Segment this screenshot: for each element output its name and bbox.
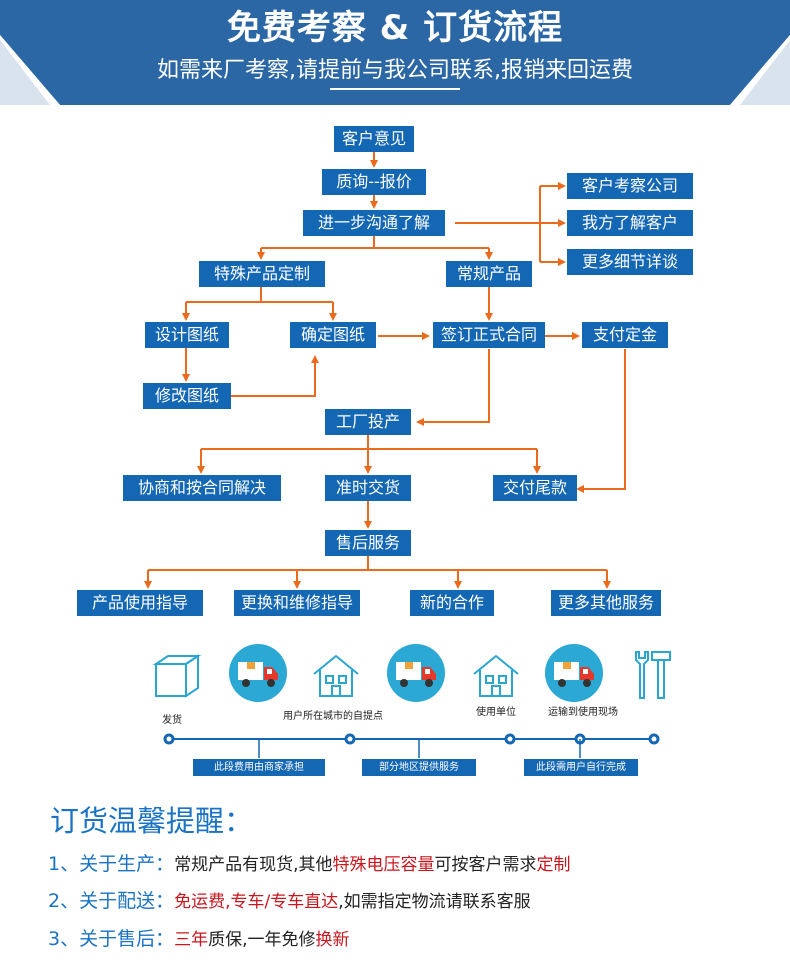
tip-text: 质保,一年免修 bbox=[208, 930, 316, 950]
node-on-time-delivery: 准时交货 bbox=[325, 475, 411, 501]
node-further-communicate: 进一步沟通了解 bbox=[303, 210, 445, 236]
node-replace-repair-guide: 更换和维修指导 bbox=[234, 590, 360, 616]
label-ship: 发货 bbox=[162, 715, 182, 726]
house-icon bbox=[313, 654, 359, 697]
tip-text: ,如需指定物流请联系客服 bbox=[338, 892, 531, 912]
node-sign-contract: 签订正式合同 bbox=[433, 322, 545, 348]
tip-highlight: 特殊电压容量 bbox=[332, 855, 435, 875]
node-regular-product: 常规产品 bbox=[446, 261, 532, 287]
node-pay-balance: 交付尾款 bbox=[493, 475, 577, 501]
header-banner: 免费考察 & 订货流程 如需来厂考察,请提前与我公司联系,报销来回运费 bbox=[0, 0, 790, 105]
house-icon bbox=[473, 654, 519, 697]
node-more-services: 更多其他服务 bbox=[551, 590, 661, 616]
node-special-product: 特殊产品定制 bbox=[199, 261, 325, 287]
tip-text: 常规产品有现货,其他 bbox=[174, 855, 333, 875]
node-negotiate-resolve: 协商和按合同解决 bbox=[123, 475, 281, 501]
label-to-site: 运输到使用现场 bbox=[548, 707, 618, 718]
node-new-cooperation: 新的合作 bbox=[410, 590, 494, 616]
banner-background bbox=[0, 0, 790, 105]
label-pickup-point: 用户所在城市的自提点 bbox=[283, 711, 383, 722]
tip-highlight: 定制 bbox=[536, 855, 571, 875]
node-we-visit-customer: 我方了解客户 bbox=[567, 210, 693, 236]
flow-arrows bbox=[144, 152, 626, 589]
tip-after-sales: 3、关于售后：三年质保,一年免修换新 bbox=[48, 926, 350, 953]
node-factory-production: 工厂投产 bbox=[325, 409, 411, 435]
segment-some-regions: 部分地区提供服务 bbox=[362, 759, 476, 776]
node-more-details: 更多细节详谈 bbox=[567, 249, 693, 275]
tools-icon bbox=[635, 651, 671, 699]
tip-label: 2、关于配送： bbox=[48, 890, 175, 912]
segment-merchant-pays: 此段费用由商家承担 bbox=[193, 759, 325, 776]
node-inquiry-quote: 质询--报价 bbox=[322, 169, 426, 195]
tip-delivery: 2、关于配送：免运费,专车/专车直达,如需指定物流请联系客服 bbox=[48, 888, 531, 915]
page-title: 免费考察 & 订货流程 bbox=[226, 8, 564, 48]
node-design-drawing: 设计图纸 bbox=[145, 322, 229, 348]
tip-highlight: 换新 bbox=[315, 930, 350, 950]
truck-icon bbox=[387, 644, 445, 702]
segment-user-self: 此段需用户自行完成 bbox=[524, 759, 638, 776]
truck-icon bbox=[229, 644, 287, 702]
tip-highlight: 三年 bbox=[174, 930, 209, 950]
tip-production: 1、关于生产：常规产品有现货,其他特殊电压容量可按客户需求定制 bbox=[48, 851, 571, 878]
truck-icon bbox=[545, 644, 603, 702]
node-confirm-drawing: 确定图纸 bbox=[290, 322, 376, 348]
tip-label: 1、关于生产： bbox=[48, 853, 175, 875]
tips-title: 订货温馨提醒： bbox=[50, 804, 254, 838]
box-icon bbox=[152, 654, 202, 698]
tip-label: 3、关于售后： bbox=[48, 928, 175, 950]
node-customer-opinion: 客户意见 bbox=[334, 126, 414, 152]
node-pay-deposit: 支付定金 bbox=[582, 322, 668, 348]
node-usage-guide: 产品使用指导 bbox=[77, 590, 203, 616]
page-subtitle: 如需来厂考察,请提前与我公司联系,报销来回运费 bbox=[157, 58, 633, 83]
tip-highlight: 免运费,专车/专车直达 bbox=[174, 892, 339, 912]
node-customer-visit-company: 客户考察公司 bbox=[567, 173, 693, 199]
label-user-unit: 使用单位 bbox=[476, 707, 516, 718]
node-after-sales: 售后服务 bbox=[325, 530, 411, 556]
logistics-timeline bbox=[163, 733, 660, 758]
node-modify-drawing: 修改图纸 bbox=[143, 383, 231, 409]
title-underline bbox=[330, 88, 460, 90]
tip-text: 可按客户需求 bbox=[434, 855, 537, 875]
